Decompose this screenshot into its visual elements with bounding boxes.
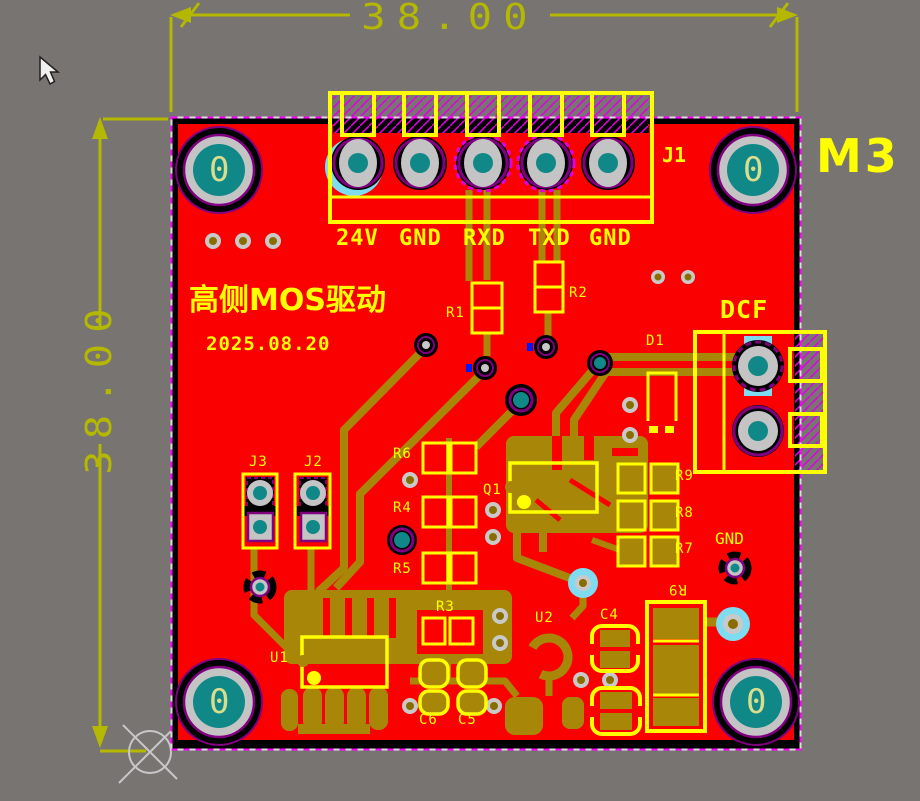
- footprint-r6[interactable]: [421, 441, 478, 475]
- ref-u1[interactable]: U1: [270, 650, 289, 666]
- mount-hole-label-bl: 0: [209, 682, 230, 722]
- dimension-vertical-value: 38.00: [79, 297, 120, 475]
- footprint-u1[interactable]: [297, 635, 389, 689]
- footprint-d1[interactable]: [646, 371, 678, 433]
- ref-j1[interactable]: J1: [662, 143, 687, 167]
- ref-c6[interactable]: C6: [419, 712, 438, 728]
- dimension-horizontal-value[interactable]: 38.00: [361, 0, 539, 38]
- silk-title[interactable]: 高侧MOS驱动: [189, 283, 386, 318]
- footprint-c4[interactable]: [589, 624, 641, 673]
- ref-r9-right[interactable]: R9: [675, 468, 694, 484]
- j1-overhang-hatch: [333, 96, 649, 133]
- ref-r9-bottom[interactable]: R9: [668, 581, 687, 597]
- j1-pin-label-txd[interactable]: TXD: [528, 226, 571, 251]
- dimension-horizontal[interactable]: [169, 2, 799, 112]
- footprint-c5[interactable]: [456, 658, 488, 716]
- ref-r4[interactable]: R4: [393, 500, 412, 516]
- j1-outline: [328, 91, 654, 224]
- j1-pin-label-gnd1[interactable]: GND: [399, 226, 442, 251]
- footprint-c6[interactable]: [418, 658, 450, 716]
- footprint-r4[interactable]: [421, 495, 478, 529]
- ref-r8[interactable]: R8: [675, 505, 694, 521]
- ref-r5[interactable]: R5: [393, 561, 412, 577]
- connector-dcf[interactable]: [693, 330, 827, 474]
- ref-j3[interactable]: J3: [249, 454, 268, 470]
- connector-j1[interactable]: [325, 91, 654, 224]
- ref-r6[interactable]: R6: [393, 446, 412, 462]
- testpoint-gnd-right: [718, 551, 752, 585]
- footprint-r8[interactable]: [616, 499, 680, 532]
- mouse-cursor: [39, 55, 61, 86]
- silk-date[interactable]: 2025.08.20: [206, 333, 331, 355]
- footprint-r3[interactable]: [421, 616, 475, 646]
- dcf-outline: [693, 330, 827, 474]
- ref-dcf[interactable]: DCF: [720, 295, 769, 324]
- dimension-vertical-value-wrap[interactable]: 38.00: [40, 297, 160, 474]
- footprint-r2[interactable]: [533, 260, 565, 314]
- footprint-r9-bottom[interactable]: [645, 600, 707, 733]
- board-outline[interactable]: [170, 116, 802, 751]
- j1-pads: [331, 133, 635, 193]
- connector-j2[interactable]: [293, 472, 332, 550]
- footprint-r1[interactable]: [470, 281, 504, 335]
- ref-r1[interactable]: R1: [446, 305, 465, 321]
- mounting-hole-bottom-right[interactable]: [712, 658, 800, 746]
- mounting-hole-top-right[interactable]: [709, 126, 797, 214]
- testpoint-bottom-left: [243, 570, 277, 604]
- mounting-hole-bottom-left[interactable]: [175, 658, 263, 746]
- ref-q1[interactable]: Q1: [483, 482, 502, 498]
- dimension-vertical[interactable]: [92, 117, 168, 753]
- gnd-testpoint-label[interactable]: GND: [715, 529, 744, 548]
- footprint-q1[interactable]: [505, 461, 599, 514]
- ref-r2[interactable]: R2: [569, 285, 588, 301]
- mounting-ref-m3[interactable]: M3: [816, 129, 900, 183]
- via-highlighted: [568, 568, 750, 641]
- ref-j2[interactable]: J2: [304, 454, 323, 470]
- via: [205, 233, 695, 714]
- ref-c4[interactable]: C4: [600, 607, 619, 623]
- mounting-hole-top-left[interactable]: [175, 126, 263, 214]
- copper-pour-q1[interactable]: [506, 436, 648, 533]
- footprint-r9-right[interactable]: [616, 462, 680, 495]
- footprint-r7[interactable]: [616, 535, 680, 568]
- ref-r3[interactable]: R3: [436, 599, 455, 615]
- j1-pin-label-gnd2[interactable]: GND: [589, 226, 632, 251]
- footprint-cap-bottom[interactable]: [589, 686, 645, 736]
- j1-pin-label-24v[interactable]: 24V: [336, 226, 379, 251]
- copper-u2[interactable]: [505, 631, 584, 735]
- ref-c5[interactable]: C5: [458, 712, 477, 728]
- mount-hole-label-tr: 0: [743, 150, 764, 190]
- connector-j3[interactable]: [241, 472, 279, 550]
- dcf-overhang-hatch: [795, 334, 823, 470]
- j1-pin-label-rxd[interactable]: RXD: [463, 226, 506, 251]
- dcf-pads: [732, 340, 784, 457]
- ref-u2[interactable]: U2: [535, 610, 554, 626]
- ref-r7[interactable]: R7: [675, 541, 694, 557]
- ref-d1[interactable]: D1: [646, 333, 665, 349]
- mount-hole-label-tl: 0: [209, 150, 230, 190]
- footprint-r5[interactable]: [421, 551, 478, 585]
- mount-hole-label-br: 0: [746, 682, 767, 722]
- vias[interactable]: [205, 233, 752, 714]
- via-tented: [387, 333, 613, 555]
